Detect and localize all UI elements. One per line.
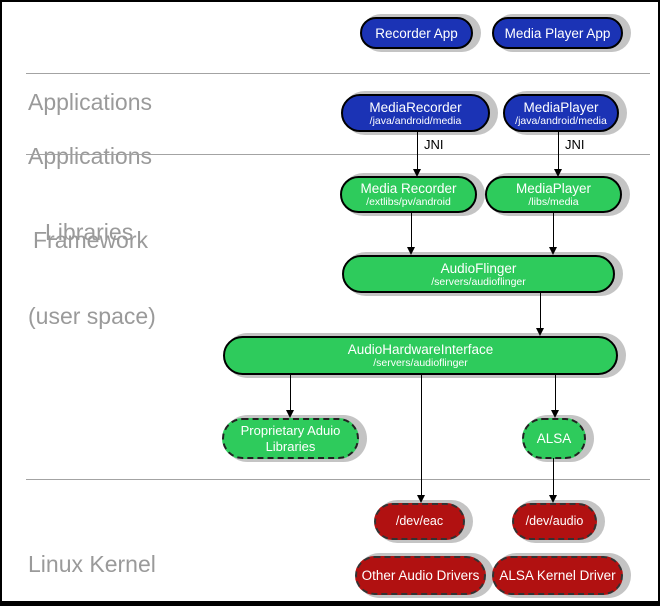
arrowhead-icon [413, 169, 421, 177]
arrow-playerlib-to-audioflinger [553, 212, 554, 247]
layer-divider [26, 73, 650, 74]
node-label: Other Audio Drivers [361, 568, 480, 583]
arrowhead-icon [407, 247, 415, 255]
node-label: Recorder App [375, 25, 458, 41]
layer-label-framework: Applications Framework [28, 86, 152, 310]
arrow-mediaplayer-to-lib [558, 131, 559, 169]
node-proprietary-audio-libraries: Proprietary Aduio Libraries [222, 418, 359, 459]
node-mediaplayer-framework: MediaPlayer /java/android/media [503, 94, 619, 132]
arrowhead-icon [554, 169, 562, 177]
arrowhead-icon [417, 495, 425, 503]
node-recorder-app: Recorder App [360, 17, 473, 49]
layer-label-text: Framework [33, 227, 149, 253]
arrow-recorderlib-to-audioflinger [411, 212, 412, 247]
node-label: ALSA Kernel Driver [499, 568, 616, 583]
layer-label-libraries: Libraries (user space) [28, 162, 156, 386]
arrowhead-icon [536, 328, 544, 336]
node-sublabel: /extlibs/pv/android [366, 196, 451, 208]
layer-label-linux-kernel: Linux Kernel [28, 494, 156, 601]
layer-label-text: Applications [28, 89, 153, 115]
node-label: ALSA [536, 431, 572, 446]
layer-label-applications: Applications [28, 32, 152, 172]
node-label: AudioFlinger [440, 260, 517, 276]
arrow-ahi-to-proprietary [290, 375, 291, 410]
node-dev-eac: /dev/eac [374, 503, 465, 540]
layer-divider [26, 154, 650, 155]
node-sublabel: /servers/audioflinger [431, 275, 526, 288]
arrow-ahi-to-alsa [555, 375, 556, 410]
node-media-recorder-library: Media Recorder /extlibs/pv/android [340, 176, 477, 213]
node-label: /dev/eac [395, 514, 444, 528]
node-sublabel: /servers/audioflinger [373, 357, 468, 369]
node-mediaplayer-library: MediaPlayer /libs/media [485, 176, 622, 213]
node-alsa: ALSA [522, 418, 586, 459]
node-other-audio-drivers: Other Audio Drivers [355, 556, 486, 595]
arrow-mediarecorder-to-lib [417, 131, 418, 169]
node-label: MediaPlayer [515, 181, 592, 196]
layer-label-text: Libraries [45, 219, 134, 245]
node-alsa-kernel-driver: ALSA Kernel Driver [492, 556, 623, 595]
arrow-alsa-to-dev-audio [553, 458, 554, 495]
arrowhead-icon [286, 410, 294, 418]
node-sublabel: /libs/media [528, 196, 579, 208]
layer-label-text: Applications [28, 143, 153, 169]
arrowhead-icon [549, 495, 557, 503]
node-label: AudioHardwareInterface [347, 342, 494, 357]
layer-divider [26, 479, 650, 480]
arrow-ahi-to-dev-eac [421, 375, 422, 495]
node-sublabel: /java/android/media [369, 114, 462, 127]
node-label: Media Recorder [360, 181, 457, 196]
node-dev-audio: /dev/audio [512, 503, 597, 540]
node-label: /dev/audio [525, 514, 584, 528]
node-label: Proprietary Aduio Libraries [240, 422, 341, 454]
arrow-audioflinger-to-ahi [540, 293, 541, 328]
jni-edge-label: JNI [424, 137, 444, 152]
node-label: Media Player App [504, 25, 611, 41]
arrowhead-icon [551, 410, 559, 418]
node-label: MediaPlayer [523, 99, 599, 115]
node-label: MediaRecorder [369, 99, 462, 115]
layer-label-text: (user space) [28, 303, 156, 329]
node-audio-hardware-interface: AudioHardwareInterface /servers/audiofli… [223, 336, 618, 375]
layer-label-text: Linux Kernel [28, 551, 156, 577]
jni-edge-label: JNI [565, 137, 585, 152]
arrowhead-icon [549, 247, 557, 255]
node-media-player-app: Media Player App [492, 17, 623, 49]
node-audioflinger: AudioFlinger /servers/audioflinger [342, 255, 615, 293]
node-sublabel: /java/android/media [515, 114, 607, 127]
node-mediarecorder-framework: MediaRecorder /java/android/media [341, 94, 490, 132]
